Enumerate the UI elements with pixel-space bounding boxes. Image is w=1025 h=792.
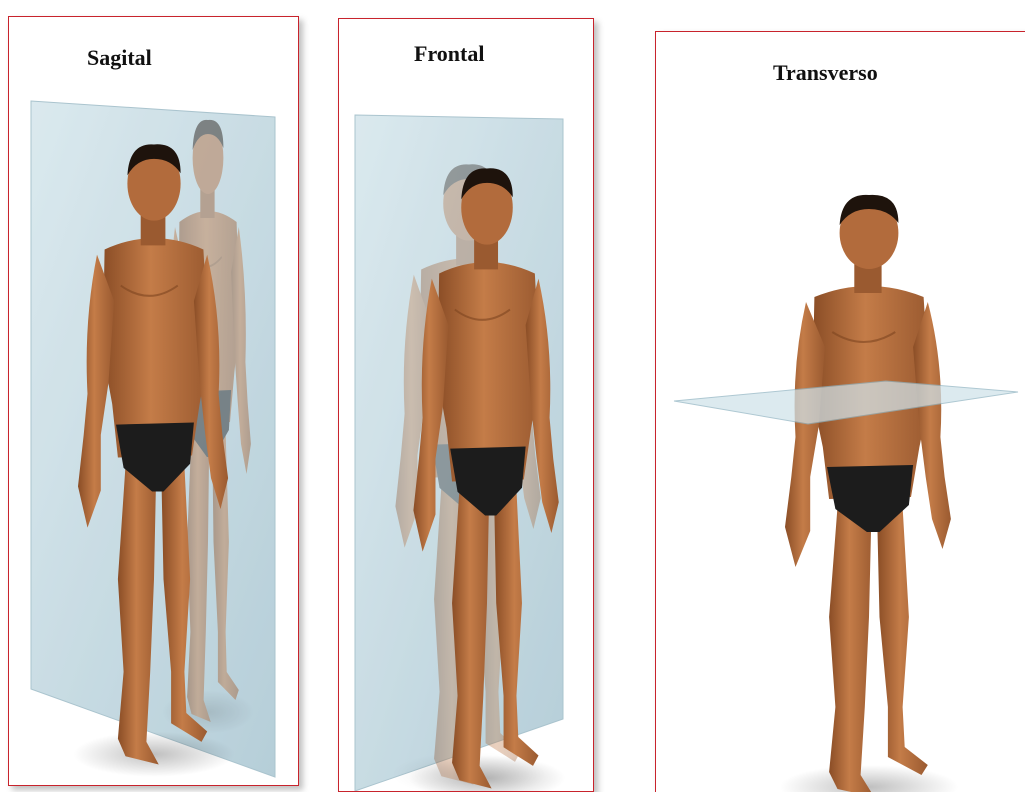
sagittal-plane-panel: Sagital [8,16,299,786]
transverse-plane-illustration [656,32,1025,792]
panel-title: Sagital [87,45,152,71]
human-figure [780,195,959,792]
transverse-plane-panel: Transverso [655,31,1025,792]
panel-title: Transverso [773,60,878,86]
frontal-plane-illustration [339,19,593,791]
transverse-plane [674,381,1018,424]
panel-title: Frontal [414,41,484,67]
frontal-plane-panel: Frontal [338,18,594,792]
sagittal-plane-illustration [9,17,298,785]
